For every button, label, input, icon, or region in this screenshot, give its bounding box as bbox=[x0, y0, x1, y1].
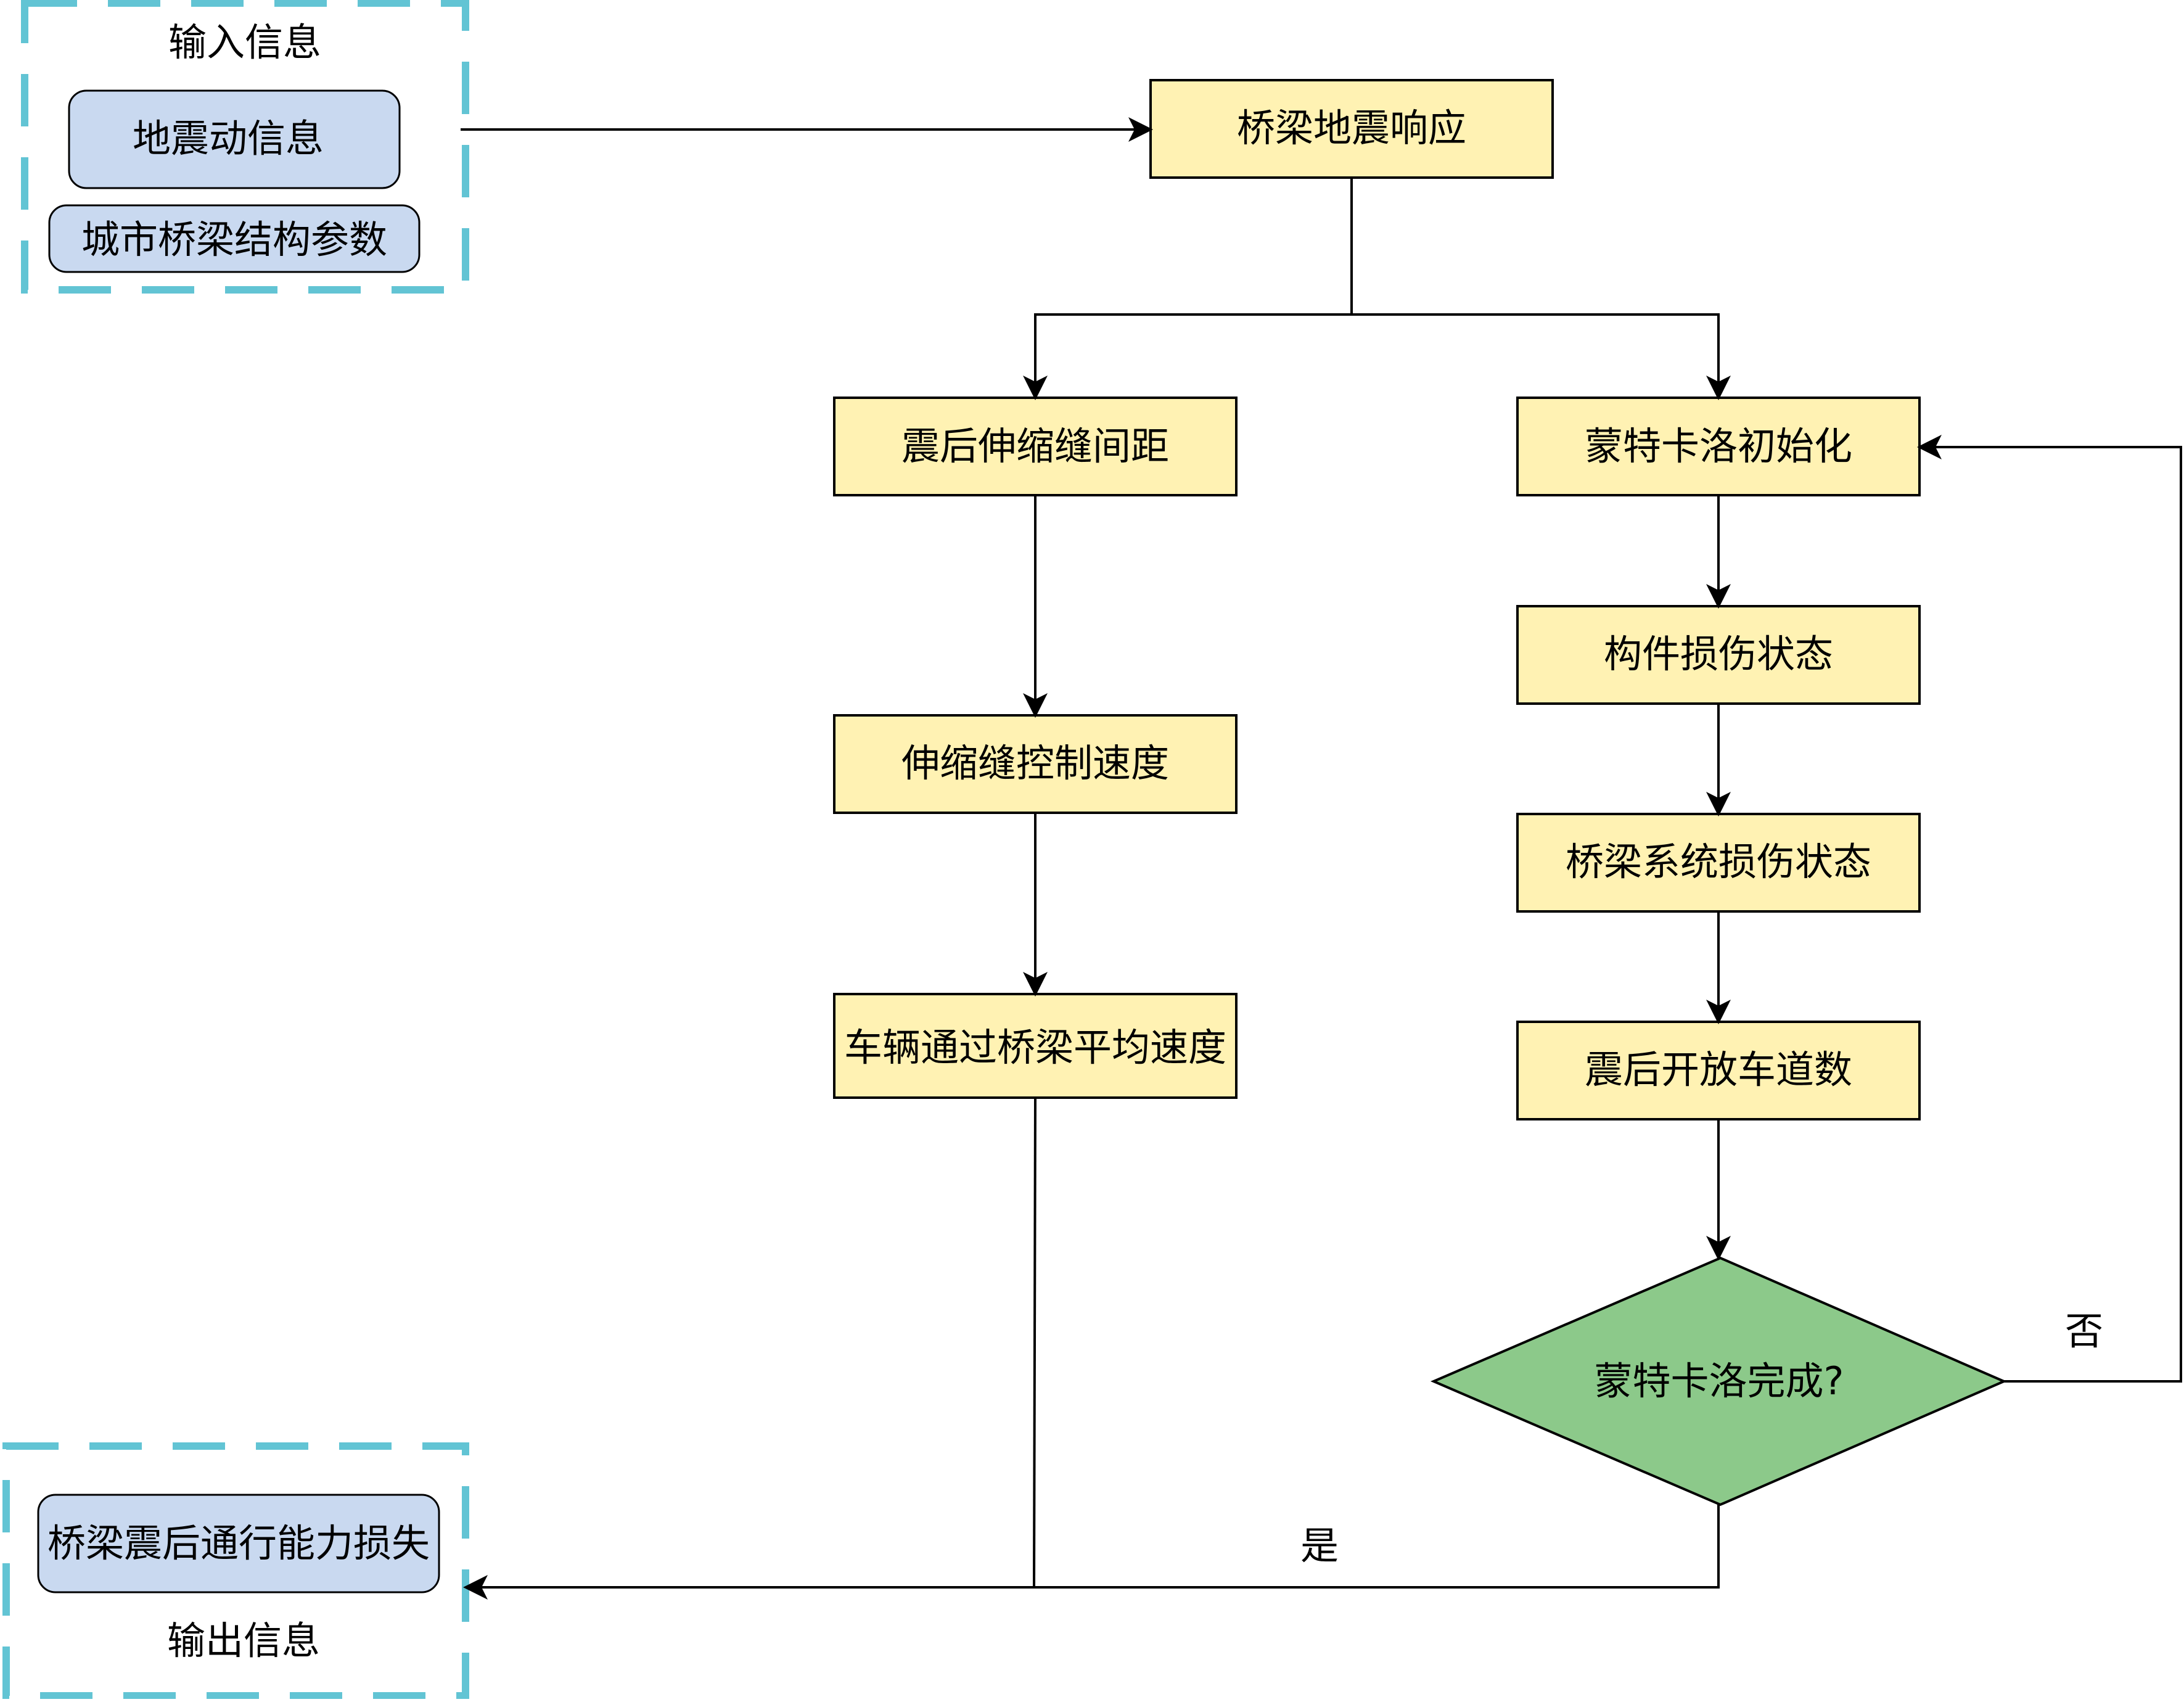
input-item-bridge-params bbox=[48, 204, 421, 273]
node-monte-carlo-init-label: 蒙特卡洛初始化 bbox=[1585, 424, 1852, 469]
edge-response-to-mc-init bbox=[1352, 313, 1731, 400]
node-monte-carlo-init: 蒙特卡洛初始化 bbox=[1516, 397, 1921, 496]
output-group: 桥梁震后通行能力损失 输出信息 bbox=[2, 1442, 469, 1700]
edge-response-to-joint-gap bbox=[1023, 178, 1353, 400]
input-group-border bbox=[21, 0, 469, 294]
edge-label-no: 否 bbox=[2065, 1309, 2103, 1354]
node-component-damage: 构件损伤状态 bbox=[1516, 605, 1921, 705]
input-group: 输入信息 地震动信息 城市桥梁结构参数 bbox=[21, 0, 469, 294]
edge-decision-yes-to-output bbox=[463, 1505, 1720, 1600]
node-joint-control-speed: 伸缩缝控制速度 bbox=[833, 714, 1238, 814]
edge-label-yes: 是 bbox=[1300, 1523, 1339, 1568]
node-joint-control-speed-label: 伸缩缝控制速度 bbox=[901, 741, 1169, 786]
node-average-speed: 车辆通过桥梁平均速度 bbox=[833, 993, 1238, 1099]
node-joint-gap: 震后伸缩缝间距 bbox=[833, 397, 1238, 496]
output-group-title: 输出信息 bbox=[167, 1618, 320, 1663]
node-bridge-seismic-response-label: 桥梁地震响应 bbox=[1237, 105, 1466, 150]
node-average-speed-label: 车辆通过桥梁平均速度 bbox=[844, 1025, 1226, 1070]
connectors bbox=[461, 117, 2182, 1600]
output-group-border bbox=[2, 1442, 469, 1700]
input-group-title: 输入信息 bbox=[168, 20, 321, 65]
output-item-capacity-loss bbox=[37, 1494, 440, 1593]
node-monte-carlo-done-label: 蒙特卡洛完成? bbox=[1595, 1359, 1844, 1404]
edge-decision-no-loop bbox=[1917, 435, 2182, 1383]
node-system-damage-label: 桥梁系统损伤状态 bbox=[1566, 839, 1871, 884]
node-open-lanes: 震后开放车道数 bbox=[1516, 1021, 1921, 1120]
node-system-damage: 桥梁系统损伤状态 bbox=[1516, 813, 1921, 913]
node-bridge-seismic-response: 桥梁地震响应 bbox=[1149, 79, 1554, 179]
input-item-ground-motion bbox=[68, 89, 401, 189]
output-item-capacity-loss-label: 桥梁震后通行能力损失 bbox=[47, 1521, 430, 1566]
node-monte-carlo-done: 蒙特卡洛完成? bbox=[1430, 1256, 2008, 1507]
input-item-ground-motion-label: 地震动信息 bbox=[133, 116, 324, 161]
edge-average-to-output bbox=[1033, 1097, 1037, 1588]
node-component-damage-label: 构件损伤状态 bbox=[1604, 631, 1833, 676]
node-open-lanes-label: 震后开放车道数 bbox=[1585, 1047, 1852, 1092]
input-item-bridge-params-label: 城市桥梁结构参数 bbox=[81, 217, 387, 262]
node-joint-gap-label: 震后伸缩缝间距 bbox=[901, 424, 1169, 469]
